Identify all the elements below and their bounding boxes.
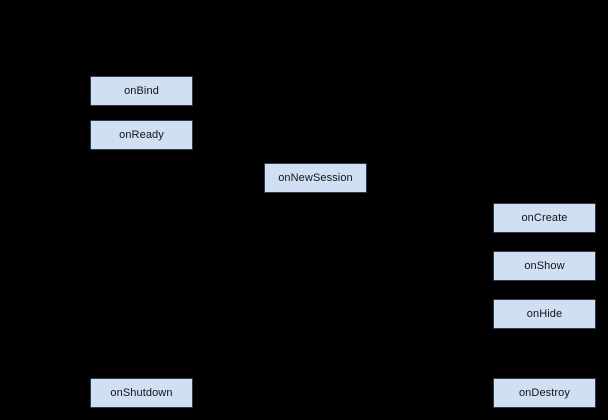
node-label-on-new-session: onNewSession — [278, 171, 353, 184]
node-on-destroy[interactable]: onDestroy — [493, 378, 596, 408]
node-label-on-create: onCreate — [521, 211, 568, 224]
node-on-shutdown[interactable]: onShutdown — [90, 378, 193, 408]
node-on-hide[interactable]: onHide — [493, 299, 596, 329]
node-label-on-shutdown: onShutdown — [110, 386, 173, 399]
node-on-new-session[interactable]: onNewSession — [264, 163, 367, 193]
node-on-bind[interactable]: onBind — [90, 76, 193, 106]
node-label-on-ready: onReady — [119, 128, 164, 141]
node-on-ready[interactable]: onReady — [90, 120, 193, 150]
node-label-on-bind: onBind — [124, 84, 159, 97]
node-label-on-destroy: onDestroy — [518, 386, 571, 399]
node-on-show[interactable]: onShow — [493, 251, 596, 281]
node-label-on-show: onShow — [524, 259, 565, 272]
node-label-on-hide: onHide — [526, 307, 563, 320]
node-on-create[interactable]: onCreate — [493, 203, 596, 233]
